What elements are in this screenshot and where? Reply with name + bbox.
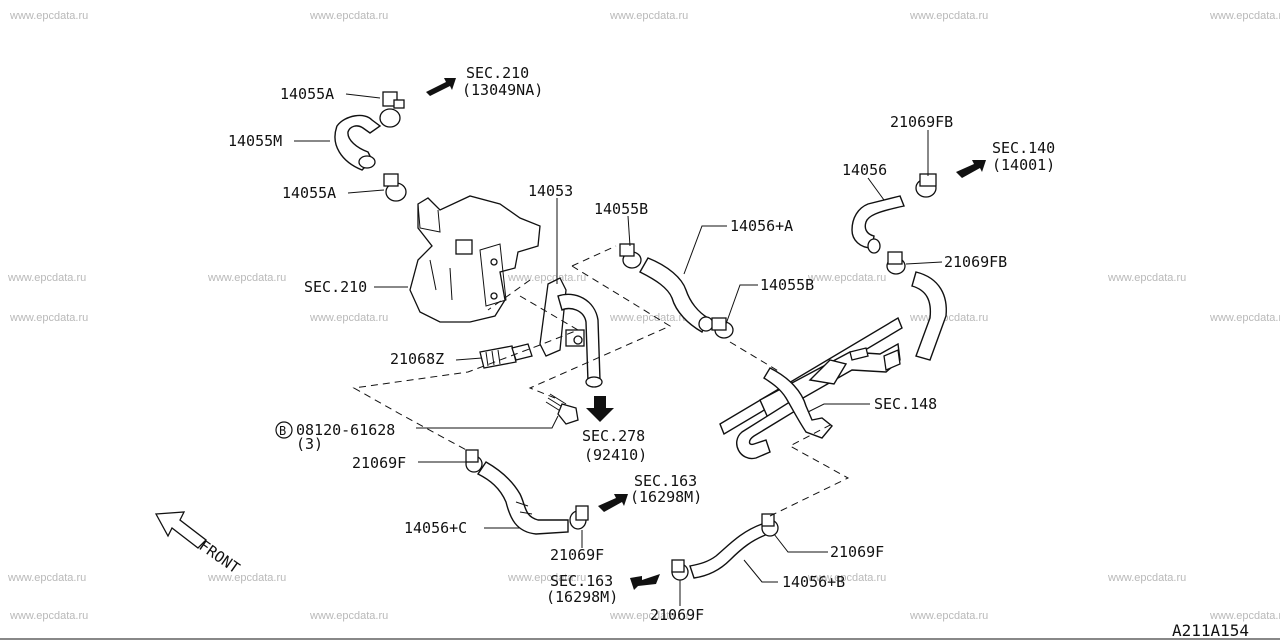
label-21068Z: 21068Z xyxy=(390,350,444,368)
watermark: www.epcdata.ru xyxy=(610,610,689,622)
watermark: www.epcdata.ru xyxy=(910,10,989,22)
label-14055A-top: 14055A xyxy=(280,85,334,103)
label-14055B-right: 14055B xyxy=(760,276,814,294)
label-sec140: SEC.140 xyxy=(992,139,1055,157)
label-sec278-sub: (92410) xyxy=(584,446,647,464)
clamp-21069F-bot xyxy=(671,559,689,581)
clamp-14055B-top xyxy=(619,243,642,269)
arrow-sec163-bot xyxy=(630,574,660,590)
clamp-21069FB-top xyxy=(915,173,937,198)
label-14056C: 14056+C xyxy=(404,519,467,537)
watermark: www.epcdata.ru xyxy=(1108,272,1187,284)
label-21069F-right: 21069F xyxy=(830,543,884,561)
clamp-14055A-mid xyxy=(383,173,407,202)
hose-connector xyxy=(911,271,947,361)
arrow-sec278 xyxy=(586,396,614,422)
label-21069F-mid: 21069F xyxy=(550,546,604,564)
label-sec278: SEC.278 xyxy=(582,427,645,445)
label-sec163-mid-sub: (16298M) xyxy=(630,488,702,506)
bolt-symbol-icon xyxy=(275,421,293,439)
label-sec210-top: SEC.210 xyxy=(466,64,529,82)
watermark: www.epcdata.ru xyxy=(208,272,287,284)
water-outlet-housing xyxy=(409,195,541,323)
clamp-14055A-top xyxy=(379,91,405,128)
label-14053: 14053 xyxy=(528,182,573,200)
watermark: www.epcdata.ru xyxy=(8,572,87,584)
label-sec210-mid: SEC.210 xyxy=(304,278,367,296)
watermark: www.epcdata.ru xyxy=(610,10,689,22)
label-14055A-mid: 14055A xyxy=(282,184,336,202)
hose-14056 xyxy=(851,195,905,254)
watermark: www.epcdata.ru xyxy=(10,610,89,622)
clamp-21069FB-mid xyxy=(886,251,906,275)
watermark: www.epcdata.ru xyxy=(1210,312,1280,324)
arrow-sec163-mid xyxy=(598,494,628,512)
front-arrow xyxy=(154,511,207,549)
watermark: www.epcdata.ru xyxy=(310,312,389,324)
watermark: www.epcdata.ru xyxy=(208,572,287,584)
label-sec140-sub: (14001) xyxy=(992,156,1055,174)
watermark: www.epcdata.ru xyxy=(310,610,389,622)
label-21069F-bot: 21069F xyxy=(650,606,704,624)
watermark: www.epcdata.ru xyxy=(8,272,87,284)
label-14056A: 14056+A xyxy=(730,217,793,235)
watermark: www.epcdata.ru xyxy=(310,10,389,22)
label-bolt-code: B xyxy=(279,424,286,438)
watermark: www.epcdata.ru xyxy=(610,312,689,324)
hose-14056B xyxy=(689,523,770,579)
label-14056B: 14056+B xyxy=(782,573,845,591)
label-14055B-top: 14055B xyxy=(594,200,648,218)
pipe-assembly-sec148 xyxy=(719,316,903,460)
label-sec163-bot-sub: (16298M) xyxy=(546,588,618,606)
label-sec163-bot: SEC.163 xyxy=(550,572,613,590)
hose-14056C xyxy=(476,461,569,535)
label-sec148: SEC.148 xyxy=(874,395,937,413)
watermark: www.epcdata.ru xyxy=(508,272,587,284)
watermark: www.epcdata.ru xyxy=(508,572,587,584)
clamp-21069F-left xyxy=(465,449,483,473)
hose-14055M xyxy=(334,114,382,171)
sensor-21068Z xyxy=(479,343,533,369)
label-21069F-left: 21069F xyxy=(352,454,406,472)
watermark: www.epcdata.ru xyxy=(10,10,89,22)
label-sec163-mid: SEC.163 xyxy=(634,472,697,490)
label-bolt-qty: (3) xyxy=(296,435,323,453)
label-14055M: 14055M xyxy=(228,132,282,150)
clamp-14055B-right xyxy=(711,317,734,339)
label-14056: 14056 xyxy=(842,161,887,179)
clamp-21069F-right xyxy=(761,513,779,537)
pipe-14053 xyxy=(539,277,603,388)
clamp-21069F-mid xyxy=(569,505,589,530)
watermark: www.epcdata.ru xyxy=(808,572,887,584)
watermark: www.epcdata.ru xyxy=(910,610,989,622)
watermark: www.epcdata.ru xyxy=(10,312,89,324)
label-21069FB-mid: 21069FB xyxy=(944,253,1007,271)
diagram-id: A211A154 xyxy=(1172,621,1249,640)
arrow-sec210 xyxy=(426,78,456,96)
label-sec210-top-sub: (13049NA) xyxy=(462,81,543,99)
arrow-sec140 xyxy=(956,160,986,178)
watermark: www.epcdata.ru xyxy=(808,272,887,284)
hose-14056A xyxy=(639,257,714,333)
label-front: FRONT xyxy=(196,537,243,578)
watermark: www.epcdata.ru xyxy=(1108,572,1187,584)
label-21069FB-top: 21069FB xyxy=(890,113,953,131)
label-bolt: 08120-61628 xyxy=(296,421,395,439)
watermark: www.epcdata.ru xyxy=(1210,10,1280,22)
bolt-08120 xyxy=(545,393,579,425)
watermark: www.epcdata.ru xyxy=(1210,610,1280,622)
